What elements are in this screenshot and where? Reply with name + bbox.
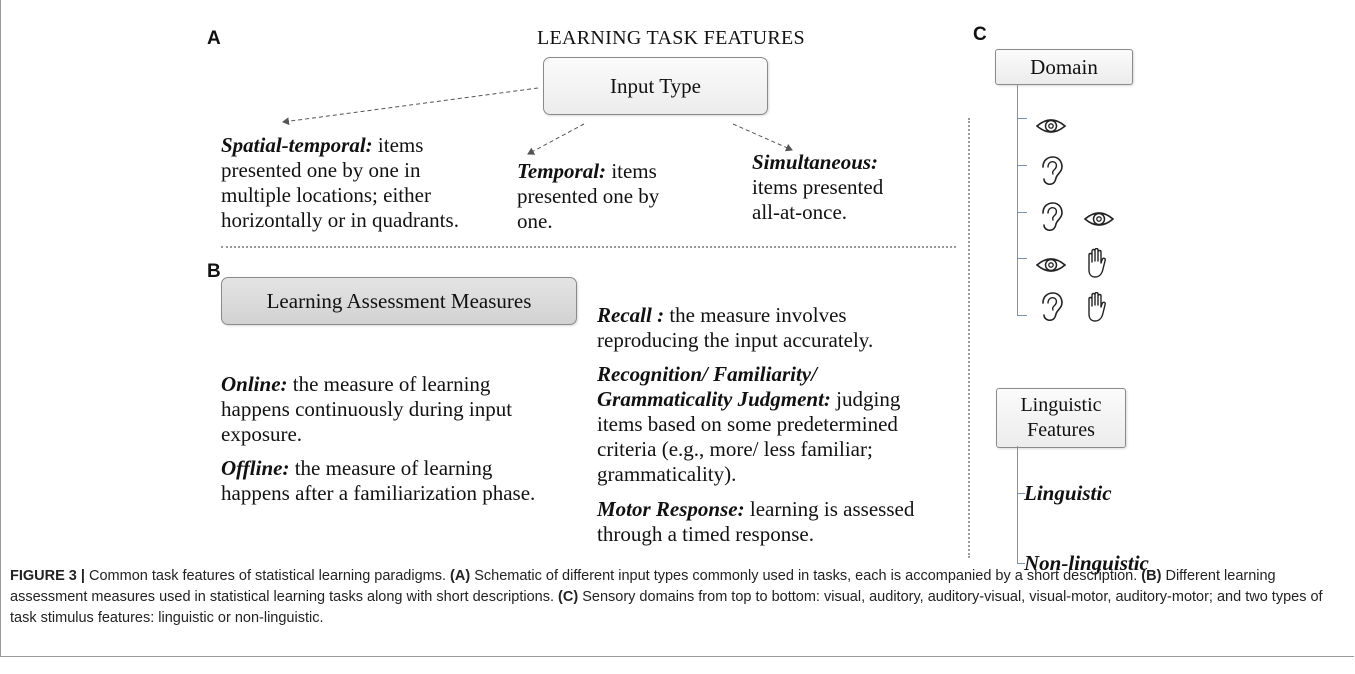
- domain-row-tick: [1017, 315, 1027, 316]
- spatial-temporal-desc: Spatial-temporal: items presented one by…: [221, 133, 459, 232]
- eye-icon: [1035, 258, 1067, 272]
- recognition-term-1: Recognition/ Familiarity/: [597, 362, 817, 386]
- c-divider: [968, 118, 970, 558]
- recognition-desc: Recognition/ Familiarity/ Grammaticality…: [597, 362, 901, 486]
- arrow-to-spatial: [282, 87, 539, 126]
- eye-icon: [1035, 119, 1067, 133]
- figure-frame: [0, 0, 1354, 657]
- offline-term: Offline:: [221, 456, 290, 480]
- non-linguistic-tick: [1017, 563, 1025, 564]
- simultaneous-desc: Simultaneous: items presented all-at-onc…: [752, 150, 884, 224]
- arrow-to-simultaneous: [732, 123, 793, 152]
- hand-icon: [1088, 248, 1106, 278]
- caption-figure-label: FIGURE 3 |: [10, 568, 85, 584]
- domain-tree-line: [1017, 84, 1018, 316]
- temporal-desc: Temporal: items presented one by one.: [517, 159, 660, 233]
- arrow-to-temporal: [527, 123, 585, 155]
- domain-row-tick: [1017, 212, 1027, 213]
- ear-icon: [1042, 292, 1063, 322]
- ab-divider: [221, 246, 956, 248]
- hand-icon: [1088, 292, 1106, 322]
- spatial-temporal-term: Spatial-temporal:: [221, 133, 373, 157]
- motor-response-term: Motor Response:: [597, 497, 745, 521]
- panel-a-letter: A: [207, 28, 221, 49]
- panel-b-letter: B: [207, 261, 221, 282]
- linguistic-tick: [1017, 493, 1025, 494]
- linguistic-features-line-2: Features: [1027, 419, 1095, 441]
- motor-response-desc: Motor Response: learning is assessed thr…: [597, 497, 915, 546]
- offline-desc: Offline: the measure of learning happens…: [221, 456, 536, 505]
- input-type-box: Input Type: [543, 57, 768, 115]
- non-linguistic-label: Non-linguistic: [1024, 551, 1149, 575]
- ear-icon: [1042, 202, 1063, 232]
- simultaneous-term: Simultaneous:: [752, 150, 879, 174]
- figure-caption: FIGURE 3 | Common task features of stati…: [10, 568, 1323, 626]
- input-type-arrows: [282, 87, 793, 155]
- domain-row-tick: [1017, 118, 1027, 119]
- ear-icon: [1042, 156, 1063, 186]
- panel-c-letter: C: [973, 24, 987, 45]
- temporal-term: Temporal:: [517, 159, 607, 183]
- domain-row-tick: [1017, 258, 1027, 259]
- linguistic-features-line-1: Linguistic: [1020, 394, 1102, 416]
- recognition-term-2: Grammaticality Judgment:: [597, 387, 831, 411]
- linguistic-label: Linguistic: [1024, 481, 1112, 505]
- recall-term: Recall :: [597, 303, 665, 327]
- diagram-title: LEARNING TASK FEATURES: [537, 27, 805, 49]
- recall-desc: Recall : the measure involves reproducin…: [597, 303, 874, 352]
- domain-box: Domain: [995, 49, 1133, 85]
- eye-icon: [1083, 212, 1115, 226]
- assessment-measures-box: Learning Assessment Measures: [221, 277, 577, 325]
- online-term: Online:: [221, 372, 288, 396]
- domain-row-tick: [1017, 165, 1027, 166]
- linguistic-tree-line: [1017, 446, 1018, 564]
- online-desc: Online: the measure of learning happens …: [221, 372, 513, 446]
